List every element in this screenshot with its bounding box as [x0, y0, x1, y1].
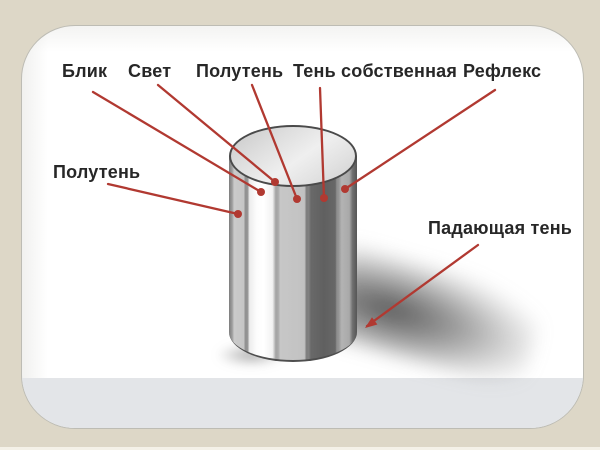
cylinder-top-face — [229, 125, 357, 187]
label-polutem-top: Полутень — [196, 61, 284, 81]
label-ten-sobstvennaya: Тень собственная — [293, 61, 458, 81]
card-bottom-strip — [22, 378, 583, 428]
slide-bottom-edge — [0, 447, 600, 450]
label-refleks: Рефлекс — [463, 61, 542, 81]
cylinder — [229, 125, 357, 362]
label-padayushchaya-ten: Падающая тень — [428, 218, 573, 238]
label-polutem-left: Полутень — [53, 162, 141, 182]
label-svet: Свет — [128, 61, 172, 81]
label-blik: Блик — [62, 61, 108, 81]
